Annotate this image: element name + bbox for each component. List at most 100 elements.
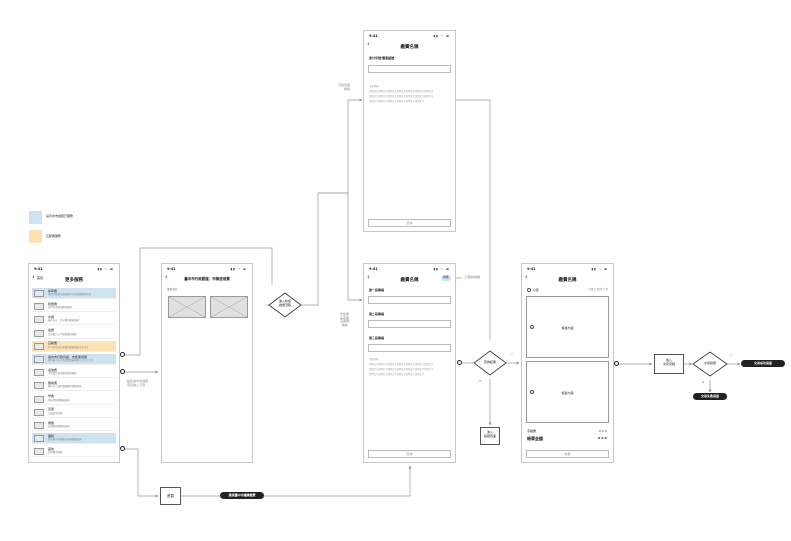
screen-penalty: 9:41 ▮▮ ◠ ▬ ‹ 臺中市行政罰鍰、市集使用費 繳費項目: [161, 263, 253, 463]
service-list-item[interactable]: 其他其他費用繳納: [32, 446, 116, 458]
page-title: 臺中市行政罰鍰、市集使用費: [184, 277, 230, 281]
service-title: 臺中市行政罰鍰、市集使用費: [48, 354, 88, 359]
connector-dot: [457, 360, 462, 365]
service-list-item[interactable]: 稅費費提供各項稅捐費用繳納: [32, 301, 116, 313]
service-list-item[interactable]: 臺中市行政罰鍰、市集使用費提供臺中市行政罰鍰繳納服務文字文字文字: [32, 354, 116, 365]
notes-line: 說明文字說明文字說明文字說明文字說明文字說明文字說明文字: [369, 363, 434, 366]
trade-success-pill: 交易成功頁面: [741, 360, 785, 367]
legend-swatch-blue: [29, 211, 42, 224]
home-box: 首頁: [160, 487, 181, 505]
service-subtitle: 其他費用繳納: [48, 451, 63, 455]
page-title: 更多服務: [65, 278, 83, 283]
screen-form-barcode: 9:41 ▮▮ ◠ ▬ ‹ 繳費名稱 條碼 第一段條碼 第二段條碼 第三段條碼 …: [363, 263, 456, 463]
notes-line: 說明文字說明文字說明文字說明文字說明文字說明文字: [369, 100, 425, 103]
service-thumbnail: [34, 422, 44, 429]
connector-dot: [120, 446, 125, 451]
select-health-pill: 選擇臺中市健康繳費: [220, 492, 264, 499]
error-page-box: 進入 錯誤頁面: [480, 427, 500, 445]
status-icons: ▮▮ ◠ ▬: [97, 267, 114, 271]
service-thumbnail: [34, 356, 44, 363]
query-button[interactable]: 查詢: [368, 219, 451, 227]
bill-card[interactable]: 帳單內容: [526, 361, 609, 423]
service-subtitle: 交通罰單繳納: [48, 411, 63, 415]
service-subtitle: 提供各項稅捐費用繳納: [48, 306, 72, 310]
label-jump: 點擊臺中市健康 項目進入下頁: [127, 379, 149, 387]
back-label[interactable]: 首頁: [37, 276, 44, 280]
service-title: 電信費: [48, 367, 58, 372]
service-list-item[interactable]: 停車費提供行動帳戶繳納臺中市停車費服務項目: [32, 288, 116, 299]
service-thumbnail: [34, 329, 44, 337]
service-list-item[interactable]: 水費臺中市水、台水費用繳納服務: [32, 314, 116, 326]
total-label: 帳單金額: [527, 436, 543, 441]
option-image-placeholder[interactable]: [210, 296, 248, 318]
section-label: 繳費項目: [167, 288, 178, 291]
service-subtitle: 各機關規費繳納服務: [48, 425, 70, 428]
field-label: 第一段條碼: [369, 288, 385, 292]
barcode-input-2[interactable]: [368, 320, 451, 328]
service-title: 電費: [48, 328, 55, 333]
bill-radio[interactable]: [530, 390, 534, 394]
service-title: 罰單: [48, 407, 55, 412]
service-list-item[interactable]: 電信費中華電信帳單費用繳納服務: [32, 367, 116, 379]
label-mid-branch: 市集費 停車費 瓦斯費 規格: [340, 312, 350, 327]
service-thumbnail: [34, 448, 44, 456]
status-time: 9:41: [369, 267, 378, 271]
status-icons: ▮▮ ◠ ▬: [230, 267, 247, 271]
back-icon[interactable]: ‹: [367, 273, 370, 281]
total-value: X X X: [597, 436, 607, 440]
field-label: 第二段條碼: [369, 312, 385, 316]
bill-card[interactable]: 帳單內容: [526, 296, 609, 358]
service-thumbnail: [34, 316, 44, 324]
notes-line: 說明文字說明文字說明文字說明文字說明文字說明文字說明文字: [369, 90, 434, 93]
option-image-placeholder[interactable]: [168, 296, 206, 318]
barcode-input-1[interactable]: [368, 296, 451, 304]
screen-more-services: 9:41 ▮▮ ◠ ▬ ‹ 首頁 更多服務 停車費提供行動帳戶繳納臺中市停車費服…: [28, 263, 120, 463]
label-open-scanner: 打開掃描器: [465, 275, 481, 279]
back-icon[interactable]: ‹: [525, 273, 528, 281]
page-title: 繳費名稱: [400, 45, 419, 50]
service-thumbnail: [34, 408, 44, 416]
back-icon[interactable]: ‹: [32, 273, 35, 281]
screen-bills: 9:41 ▮▮ ◠ ▬ ‹ 繳費名稱 全選 已選 1 筆/共 2 筆 帳單內容 …: [521, 263, 614, 463]
notes-line: 說明文字說明文字說明文字說明文字說明文字說明文字說明文字: [369, 95, 434, 98]
decision-diamond-query: [473, 350, 507, 376]
label-top-branch: 行政罰鍰 規格: [338, 83, 351, 91]
pay-button[interactable]: 繳費: [526, 450, 609, 458]
connector-dot: [614, 361, 619, 366]
notes-line: 注意事項：: [369, 85, 381, 88]
bill-content: 帳單內容: [561, 326, 574, 330]
page-title: 繳費名稱: [558, 278, 577, 283]
service-list-item[interactable]: 規費各機關規費繳納服務: [32, 420, 116, 431]
scan-badge[interactable]: 條碼: [441, 275, 451, 281]
service-thumbnail: [34, 435, 44, 443]
service-list-item[interactable]: 罰單交通罰單繳納: [32, 407, 116, 418]
service-title: 稅費費: [48, 301, 58, 306]
service-list-item[interactable]: 學費學校學雜費繳納服務: [32, 394, 116, 405]
barcode-input-3[interactable]: [368, 344, 451, 352]
service-list-item[interactable]: 醫療費臺中市立醫院醫療費用繳納服務: [32, 380, 116, 392]
service-thumbnail: [34, 382, 44, 390]
fee-value: X X X: [598, 429, 607, 433]
service-subtitle: 中華電信帳單費用繳納服務: [48, 372, 77, 376]
service-list-item[interactable]: 國稅提供臺中市健康已服務繳費服務: [32, 433, 116, 445]
id-input[interactable]: [368, 65, 451, 73]
status-icons: ▮▮ ◠ ▬: [433, 267, 450, 271]
status-time: 9:41: [369, 34, 378, 38]
page-title: 繳費名稱: [400, 278, 419, 283]
service-subtitle: 台灣電力公司電費繳納服務: [48, 332, 77, 336]
screen-form-id: 9:41 ▮▮ ◠ ▬ ‹ 繳費名稱 身分字號/營業證號 注意事項： 說明文字說…: [363, 30, 456, 232]
service-thumbnail: [34, 303, 44, 311]
service-title: 學費: [48, 394, 55, 399]
notes-line: 說明文字說明文字說明文字說明文字說明文字說明文字說明文字: [369, 368, 434, 371]
query-button[interactable]: 查詢: [368, 450, 451, 458]
select-all-radio[interactable]: [527, 288, 531, 292]
select-all-label[interactable]: 全選: [533, 288, 539, 292]
service-list-item[interactable]: 電費台灣電力公司電費繳納服務: [32, 328, 116, 339]
service-subtitle: 提供臺中市健康已服務繳費服務: [48, 438, 82, 442]
back-icon[interactable]: ‹: [165, 273, 168, 281]
back-icon[interactable]: ‹: [367, 40, 370, 48]
bill-radio[interactable]: [530, 325, 534, 329]
status-time: 9:41: [527, 267, 536, 271]
service-subtitle: 欣中天然氣瓦斯費用繳納服務文字文字: [48, 345, 89, 349]
service-list-item[interactable]: 瓦斯費欣中天然氣瓦斯費用繳納服務文字文字: [32, 340, 116, 352]
